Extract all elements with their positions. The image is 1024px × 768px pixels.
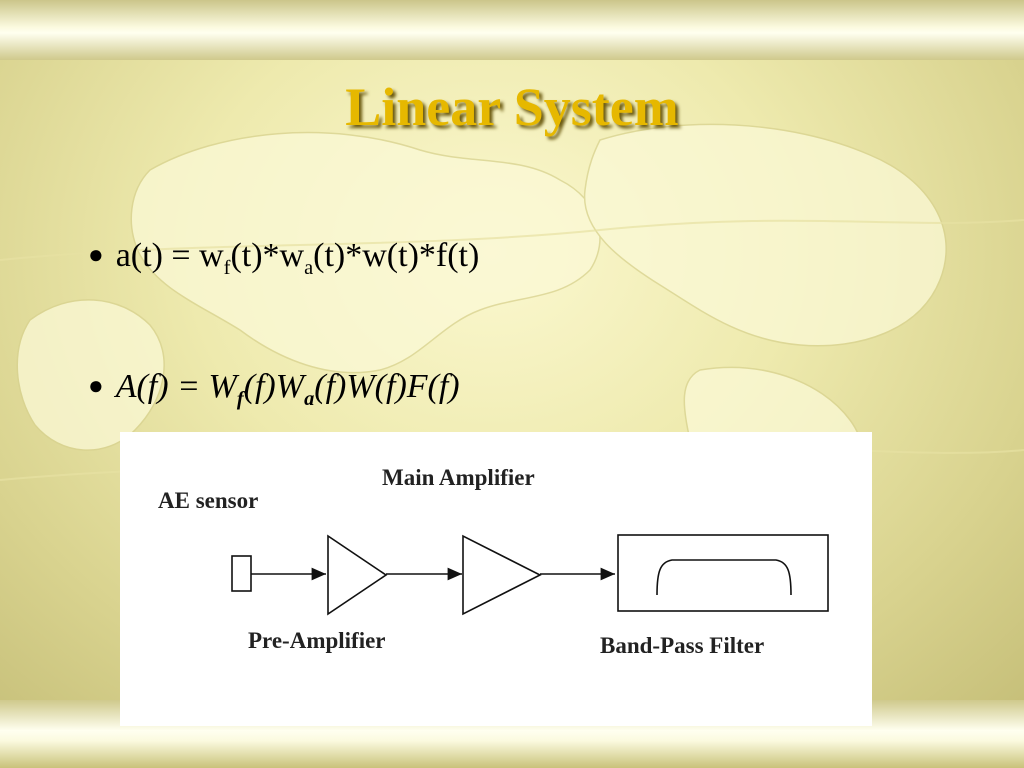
main-amplifier-triangle — [462, 534, 542, 616]
eq1-part3: (t)*w(t)*f(t) — [313, 237, 480, 274]
eq1-sub-f: f — [223, 256, 231, 279]
diagram-drawing — [231, 534, 829, 616]
main-amplifier-label: Main Amplifier — [382, 465, 535, 490]
signal-chain-diagram: AE sensor Main Amplifier Pre-Amplifier B… — [120, 432, 872, 726]
pre-amplifier-label: Pre-Amplifier — [248, 628, 386, 653]
eq2-part2: (f)W — [243, 368, 305, 405]
eq1-part1: a(t) = w — [115, 237, 224, 274]
eq2-part3: (f)W(f)F(f) — [314, 368, 460, 405]
bullet-frequency-domain: ● A(f) = Wf(f)Wa(f)W(f)F(f) — [88, 368, 460, 411]
band-pass-filter-block — [617, 534, 829, 612]
eq1-part2: (t)*w — [230, 237, 305, 274]
band-pass-response-curve — [656, 559, 792, 596]
slide-title: Linear System — [345, 77, 679, 137]
eq2-part1: A(f) = W — [115, 368, 237, 405]
top-band — [0, 0, 1024, 60]
eq1-sub-a: a — [304, 256, 314, 279]
eq2-sub-a: a — [304, 387, 315, 410]
ae-sensor-label: AE sensor — [158, 488, 259, 513]
pre-amplifier-triangle — [327, 534, 388, 616]
band-pass-filter-label: Band-Pass Filter — [600, 633, 765, 658]
ae-sensor-block — [231, 555, 252, 592]
eq2-sub-f: f — [236, 387, 244, 410]
bullet-time-domain: ● a(t) = wf(t)*wa(t)*w(t)*f(t) — [88, 237, 479, 280]
bullet-dot-icon: ● — [88, 240, 104, 269]
bullet-dot-icon: ● — [88, 371, 104, 400]
